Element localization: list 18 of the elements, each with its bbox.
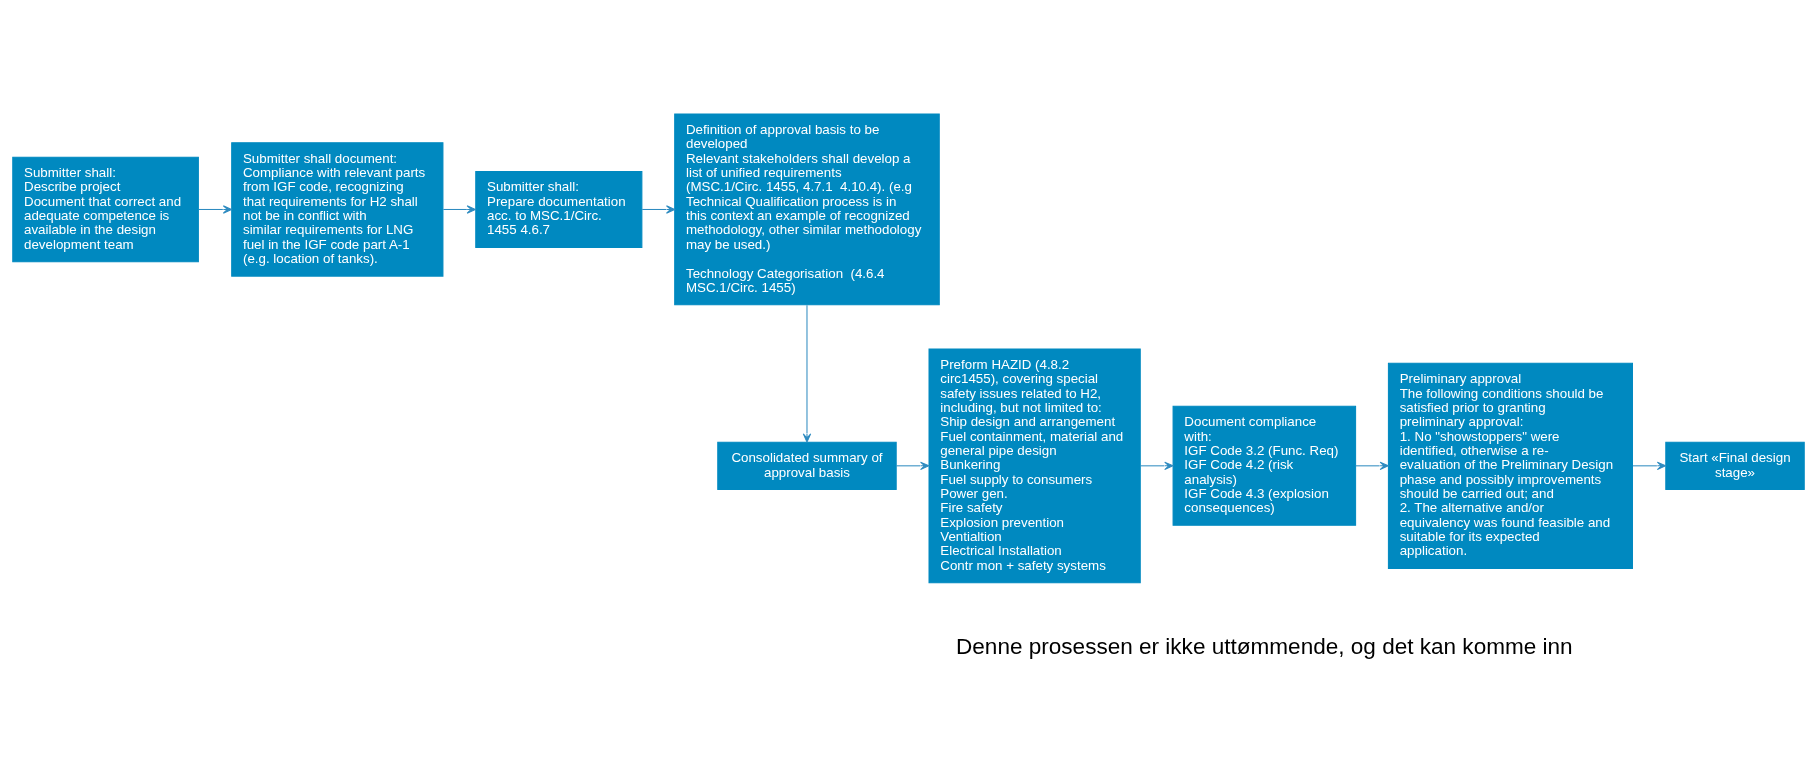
node-box: Preform HAZID (4.8.2 circ1455), covering special safety issues related to H2, including, but not limited to: Ship design and arrangement Fuel containment, material and general pipe design Bunkering Fuel supply to consumers Power gen. Fire safety Explosion prevention Ventialtion Electrical Installation Contr mon + safety systems [928,347,1141,583]
arrow [198,204,233,214]
node-box: Submitter shall document: Compliance with relevant parts from IGF code, recognizing that requirements for H2 shall not be in conflict with similar requirements for LNG fuel in the IGF code part A-1 (e.g. location of tanks). [231,141,444,277]
arrow [1355,461,1389,470]
arrow [895,461,930,470]
node-box: Definition of approval basis to be developed Relevant stakeholders shall develop a list of unified requirements (MSC.1/Circ. 1455, 4.7.1 4.10.4). (e.g Technical Qualification process is in this context an example of recognized methodology, other similar methodology may be used.) Technology Categorisation (4.6.4 MSC.1/Circ. 1455) [674,113,940,305]
arrow [802,304,812,443]
node-box: Start «Final design stage» [1665,441,1805,490]
node-box: Submitter shall: Describe project Document that correct and adequate competence is available in the design development team [12,156,199,262]
arrow [641,204,676,214]
node-box: Document compliance with: IGF Code 3.2 (Func. Req) IGF Code 4.2 (risk analysis) IGF Code 4.3 (explosion consequences) [1172,405,1357,526]
arrow [1140,461,1174,470]
node-box: Preliminary approval The following conditions should be satisfied prior to granting preliminary approval: 1. No "showstoppers" were identified, otherwise a re-evaluation of the Preliminary Design phase and possibly improvements should be carried out; and 2. The alternative and/or equivalency was found feasible and suitable for its expected application. [1387,362,1633,569]
label: Denne prosessen er ikke uttømmende, og det kan komme inn [956,633,1573,659]
node-box: Submitter shall: Prepare documentation acc. to MSC.1/Circ. 1455 4.6.7 [475,170,643,248]
arrow [442,204,476,214]
arrow [1632,461,1667,470]
node-box: Consolidated summary of approval basis [717,441,897,490]
